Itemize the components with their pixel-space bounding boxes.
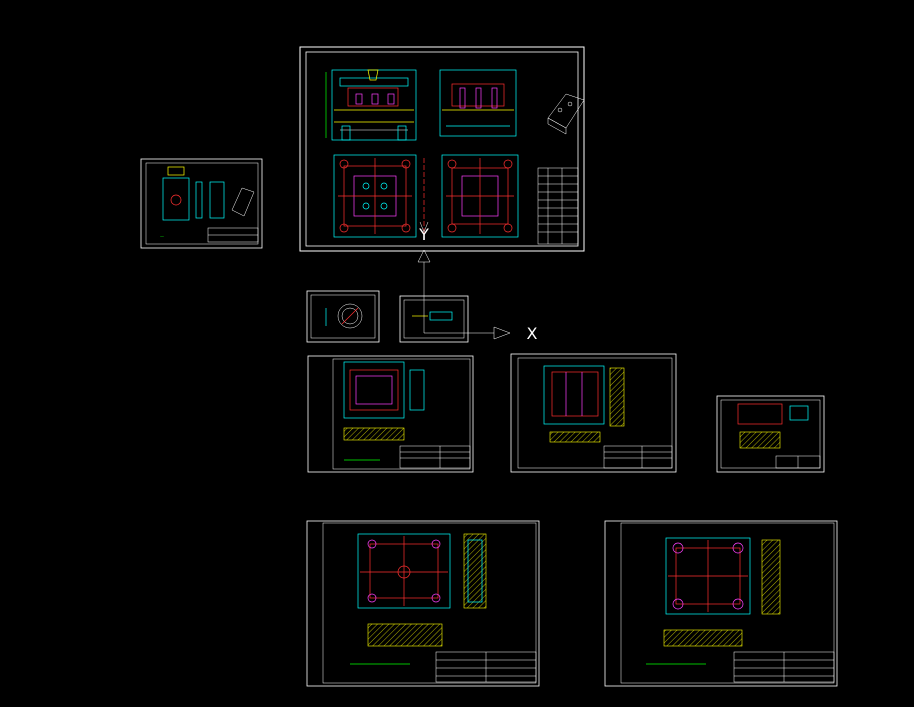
part-sheet-ring[interactable] xyxy=(306,290,380,343)
part-sheet-core-plate[interactable] xyxy=(510,353,677,473)
centerline-marks xyxy=(419,158,429,236)
fixed-half-plan-view xyxy=(441,154,519,238)
assembly-side-view xyxy=(439,69,517,137)
bill-of-materials-table xyxy=(537,167,579,245)
ucs-x-label: X xyxy=(527,324,538,343)
ucs-icon: Y X xyxy=(417,225,538,343)
ucs-y-label: Y xyxy=(418,225,429,244)
part-sheet-insert[interactable] xyxy=(716,395,825,473)
part-sheet-a-plate[interactable] xyxy=(306,520,540,687)
part-sheet-left[interactable]: — xyxy=(140,158,263,249)
part-sheet-b-plate[interactable] xyxy=(604,520,838,687)
moving-half-plan-view xyxy=(333,154,417,238)
assembly-drawing-sheet[interactable] xyxy=(299,46,585,252)
part-sheet-cavity-plate[interactable] xyxy=(307,355,474,473)
assembly-isometric-view xyxy=(547,93,585,135)
part-sheet-pin[interactable] xyxy=(399,295,469,343)
assembly-front-view xyxy=(325,69,417,141)
svg-text:—: — xyxy=(160,234,164,239)
